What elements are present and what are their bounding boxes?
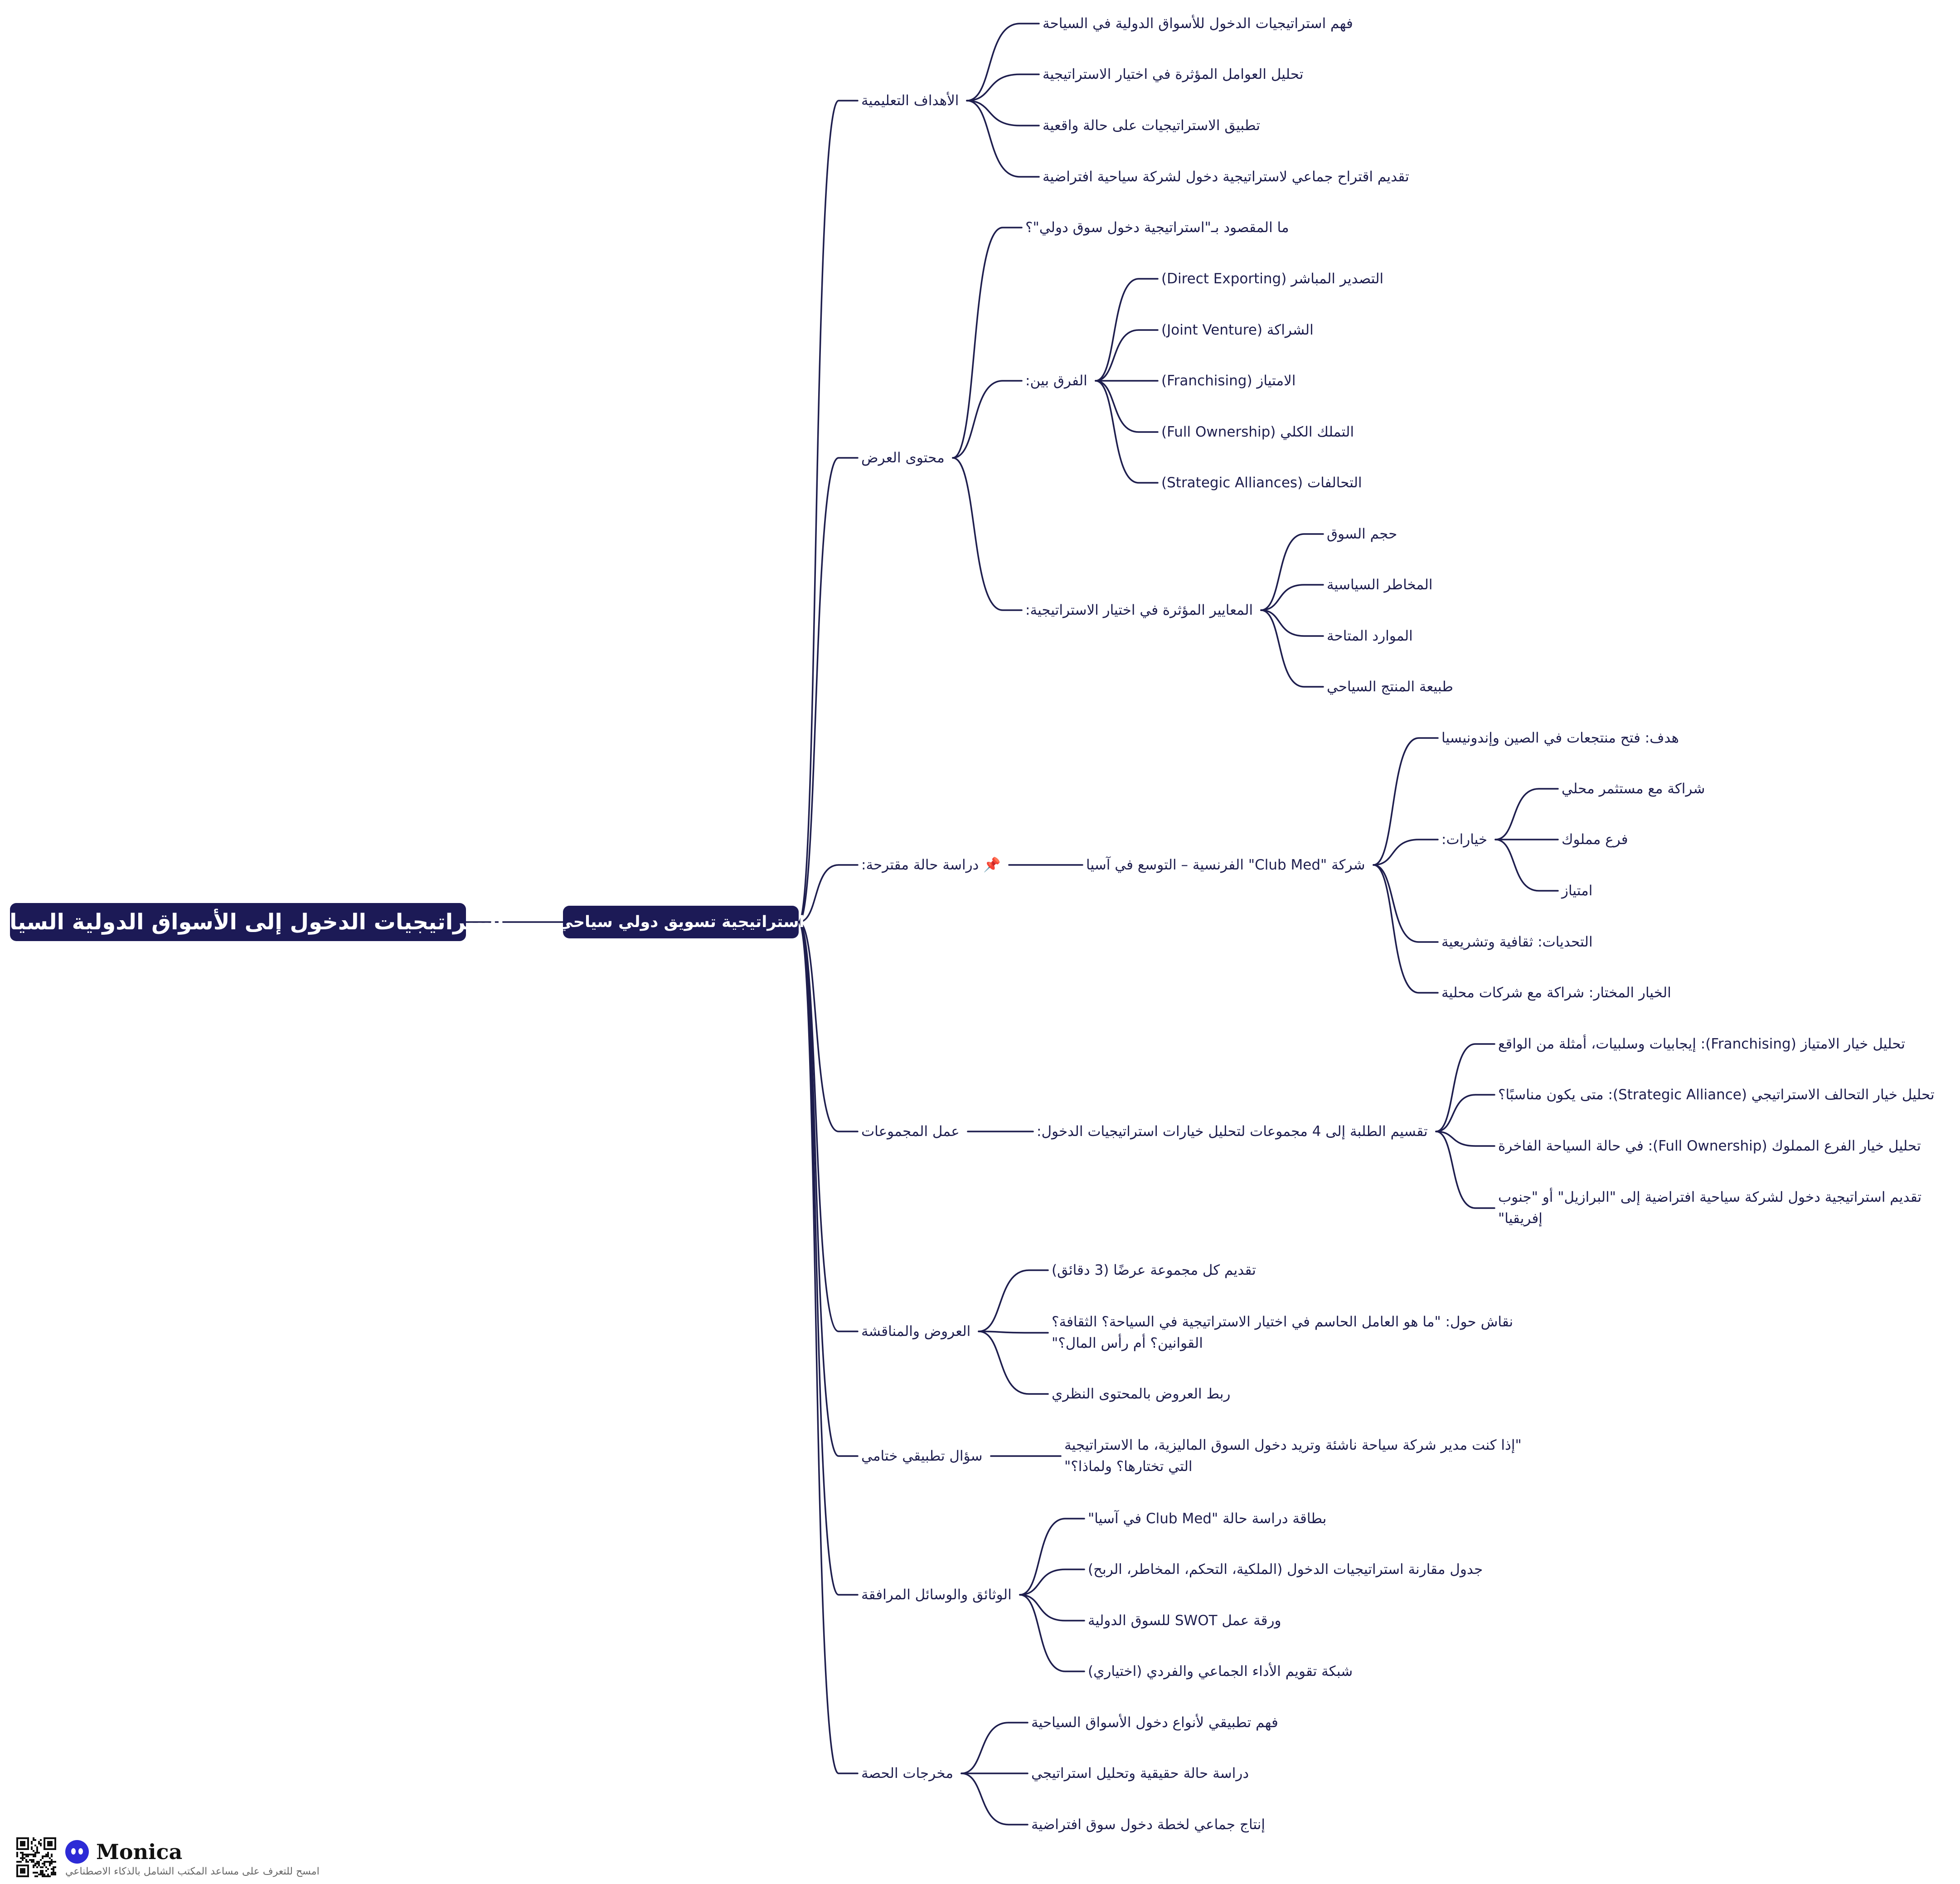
node-g5c1[interactable]: تقديم كل مجموعة عرضًا (3 دقائق) — [1052, 1262, 1256, 1278]
connector — [798, 457, 859, 923]
connector — [1019, 1594, 1085, 1672]
node-g2c3b[interactable]: المخاطر السياسية — [1327, 576, 1433, 593]
node-g1c1[interactable]: فهم استراتيجيات الدخول للأسواق الدولية ف… — [1043, 15, 1353, 32]
center-node[interactable]: استراتيجية تسويق دولي سياحي — [557, 906, 805, 938]
connector — [1095, 380, 1159, 433]
connector — [1019, 1568, 1085, 1596]
connector — [1260, 584, 1324, 611]
node-g8c1[interactable]: فهم تطبيقي لأنواع دخول الأسواق السياحية — [1031, 1714, 1278, 1731]
node-g7c3[interactable]: ورقة عمل SWOT للسوق الدولية — [1088, 1612, 1281, 1629]
connector — [1435, 1131, 1495, 1209]
node-g4c1d[interactable]: تقديم استراتيجية دخول لشركة سياحية افترا… — [1498, 1189, 1922, 1227]
footer-branding: Monica امسح للتعرف على مساعد المكتب الشا… — [16, 1837, 334, 1878]
node-g5c3[interactable]: ربط العروض بالمحتوى النظري — [1052, 1385, 1231, 1402]
node-g3c1b3[interactable]: امتياز — [1562, 882, 1593, 899]
node-g2[interactable]: محتوى العرض — [861, 449, 945, 466]
node-g3c1c[interactable]: التحديات: ثقافية وتشريعية — [1441, 933, 1593, 950]
node-g3c1b2[interactable]: فرع مملوك — [1562, 831, 1628, 848]
connector — [1494, 839, 1559, 892]
node-g1c4[interactable]: تقديم اقتراح جماعي لاستراتيجية دخول لشرك… — [1043, 168, 1409, 185]
connector — [1435, 1043, 1495, 1132]
node-g8c3[interactable]: إنتاج جماعي لخطة دخول سوق افتراضية — [1031, 1816, 1266, 1833]
node-g3c1b[interactable]: خيارات: — [1441, 831, 1488, 848]
qr-code-icon — [16, 1837, 56, 1877]
connector — [1260, 609, 1324, 688]
node-g2c3c[interactable]: الموارد المتاحة — [1327, 627, 1413, 644]
node-g3c1d[interactable]: الخيار المختار: شراكة مع شركات محلية — [1441, 984, 1671, 1001]
node-g4c1[interactable]: تقسيم الطلبة إلى 4 مجموعات لتحليل خيارات… — [1037, 1123, 1428, 1140]
connector — [1260, 609, 1324, 637]
connector — [1435, 1094, 1495, 1132]
connector — [1095, 329, 1159, 382]
node-g4c1c[interactable]: تحليل خيار الفرع المملوك (Full Ownership… — [1498, 1137, 1921, 1154]
root-node-label: استراتيجيات الدخول إلى الأسواق الدولية ا… — [0, 909, 505, 935]
connector — [798, 921, 859, 1774]
node-g2c2c[interactable]: الامتياز (Franchising) — [1161, 372, 1296, 389]
node-g7c1[interactable]: بطاقة دراسة حالة "Club Med في آسيا" — [1088, 1510, 1327, 1527]
connector — [1095, 380, 1159, 484]
node-g6c1[interactable]: "إذا كنت مدير شركة سياحة ناشئة وتريد دخو… — [1064, 1437, 1522, 1475]
node-g8[interactable]: مخرجات الحصة — [861, 1765, 953, 1782]
connector — [798, 921, 859, 1596]
node-g7[interactable]: الوثائق والوسائل المرافقة — [861, 1586, 1012, 1603]
connector — [966, 100, 1040, 178]
node-g3[interactable]: 📌 دراسة حالة مقترحة: — [861, 856, 1001, 873]
connector — [1373, 839, 1439, 866]
node-g3c1[interactable]: شركة "Club Med" الفرنسية – التوسع في آسي… — [1086, 856, 1365, 873]
node-g2c3d[interactable]: طبيعة المنتج السياحي — [1327, 678, 1453, 695]
connector — [1435, 1131, 1495, 1147]
node-g8c2[interactable]: دراسة حالة حقيقية وتحليل استراتيجي — [1031, 1765, 1249, 1782]
node-g2c2b[interactable]: الشراكة (Joint Venture) — [1161, 321, 1314, 338]
connector — [1019, 1518, 1085, 1596]
connector — [966, 100, 1040, 126]
connector — [966, 73, 1040, 102]
connector — [961, 1772, 1029, 1826]
node-g4c1b[interactable]: تحليل خيار التحالف الاستراتيجي (Strategi… — [1498, 1086, 1935, 1103]
connector — [966, 23, 1040, 102]
connector — [1260, 533, 1324, 611]
node-g2c2[interactable]: الفرق بين: — [1025, 372, 1087, 389]
node-g3c1b1[interactable]: شراكة مع مستثمر محلي — [1562, 780, 1705, 797]
center-node-label: استراتيجية تسويق دولي سياحي — [557, 913, 805, 931]
node-g2c3[interactable]: المعايير المؤثرة في اختيار الاستراتيجية: — [1025, 602, 1253, 618]
node-g7c4[interactable]: شبكة تقويم الأداء الجماعي والفردي (اختيا… — [1088, 1663, 1353, 1680]
connector — [1373, 864, 1439, 943]
connector — [1095, 278, 1159, 382]
node-g7c2[interactable]: جدول مقارنة استراتيجيات الدخول (الملكية،… — [1088, 1561, 1483, 1578]
node-g5c2[interactable]: نقاش حول: "ما هو العامل الحاسم في اختيار… — [1052, 1314, 1514, 1351]
connector — [798, 921, 859, 1132]
node-g6[interactable]: سؤال تطبيقي ختامي — [861, 1447, 983, 1464]
monica-logo-icon — [65, 1840, 89, 1864]
connector — [798, 100, 859, 923]
node-g2c2d[interactable]: التملك الكلي (Full Ownership) — [1161, 423, 1354, 440]
connector — [952, 227, 1023, 459]
node-g2c2a[interactable]: التصدير المباشر (Direct Exporting) — [1161, 270, 1384, 287]
brand-tagline: امسح للتعرف على مساعد المكتب الشامل بالذ… — [65, 1866, 320, 1877]
node-g4c1a[interactable]: تحليل خيار الامتياز (Franchising): إيجاب… — [1498, 1035, 1906, 1052]
node-g1c3[interactable]: تطبيق الاستراتيجيات على حالة واقعية — [1043, 117, 1260, 134]
root-node[interactable]: استراتيجيات الدخول إلى الأسواق الدولية ا… — [0, 903, 504, 941]
connector — [952, 457, 1023, 611]
node-g1[interactable]: الأهداف التعليمية — [861, 92, 959, 109]
node-g2c1[interactable]: ما المقصود بـ"استراتيجية دخول سوق دولي"؟ — [1025, 219, 1289, 236]
connector — [1494, 788, 1559, 840]
node-g3c1a[interactable]: هدف: فتح منتجعات في الصين وإندونيسيا — [1441, 729, 1679, 746]
connector — [978, 1330, 1049, 1334]
connector — [978, 1330, 1049, 1395]
node-g5[interactable]: العروض والمناقشة — [861, 1323, 971, 1340]
brand-name: Monica — [96, 1840, 183, 1864]
connector — [978, 1269, 1049, 1332]
connector — [952, 380, 1023, 459]
connector — [1019, 1594, 1085, 1622]
node-g4[interactable]: عمل المجموعات — [861, 1123, 960, 1140]
connector — [1373, 864, 1439, 994]
connector — [961, 1722, 1029, 1774]
node-g2c2e[interactable]: التحالفات (Strategic Alliances) — [1161, 474, 1362, 491]
connector — [1373, 737, 1439, 866]
connector — [798, 864, 859, 923]
node-g1c2[interactable]: تحليل العوامل المؤثرة في اختيار الاسترات… — [1043, 66, 1304, 83]
node-g2c3a[interactable]: حجم السوق — [1327, 525, 1397, 542]
